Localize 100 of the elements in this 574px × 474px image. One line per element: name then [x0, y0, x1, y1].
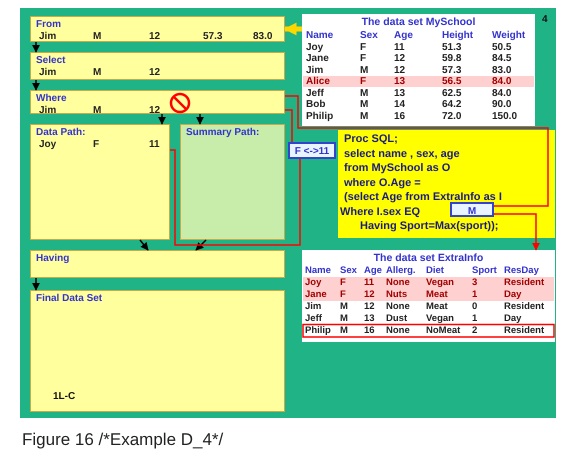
table-cell: Meat [426, 301, 448, 312]
table-title: The data set ExtraInfo [372, 253, 484, 264]
table-cell: M [340, 325, 348, 336]
column-header: Age [394, 30, 413, 41]
row-value: 12 [149, 105, 160, 116]
row-value: Jim [39, 67, 56, 78]
table-cell: Resident [504, 277, 544, 288]
table-cell: Day [504, 313, 522, 324]
table-cell: Vegan [426, 313, 454, 324]
table-cell: 72.0 [442, 110, 462, 122]
table-cell: F [360, 42, 366, 52]
table-cell: 14 [394, 99, 406, 110]
table-cell: Joy [306, 42, 324, 52]
code-line: select name , sex, age [344, 148, 460, 160]
table-cell: M [340, 313, 348, 324]
table-cell: Dust [386, 313, 408, 324]
row-value: 11 [149, 139, 160, 150]
table-cell: 84.0 [492, 88, 512, 98]
code-line: Proc SQL; [344, 133, 398, 145]
table-cell: None [386, 277, 410, 288]
box-heading: Select [36, 55, 66, 66]
arrow [494, 213, 540, 251]
value-tag [288, 142, 336, 159]
arrow [196, 114, 204, 125]
table-cell: 13 [364, 313, 375, 324]
column-header: Sex [360, 30, 378, 41]
column-header: Height [442, 30, 474, 41]
column-header: Weight [492, 30, 526, 41]
table-cell: Day [504, 289, 522, 300]
box-heading: Final Data Set [36, 293, 102, 304]
table-cell: F [360, 76, 366, 87]
table-cell: F [340, 277, 346, 288]
table-cell: None [386, 301, 410, 312]
row-value: Joy [39, 139, 56, 150]
code-panel [338, 130, 555, 238]
table-cell: 16 [394, 110, 406, 122]
table-cell: Jeff [306, 88, 324, 98]
column-header: Name [306, 30, 334, 41]
table-cell: 50.5 [492, 42, 512, 52]
row-value: M [93, 67, 102, 78]
slide-code: 1L-C [53, 391, 76, 402]
table-cell: M [360, 99, 368, 110]
row-value: M [93, 105, 102, 116]
value-text: M [466, 206, 478, 217]
data-table [302, 250, 555, 342]
table-cell: Philip [305, 325, 331, 336]
table-cell: Jim [305, 301, 322, 312]
table-cell: Meat [426, 289, 448, 300]
table-cell: 83.0 [492, 64, 512, 76]
table-cell: Joy [305, 277, 322, 288]
connector-line [285, 109, 293, 142]
row-value: 83.0 [253, 31, 272, 42]
code-line: where O.Age = [344, 176, 421, 188]
table-cell: M [340, 301, 348, 312]
table-cell: 84.0 [492, 76, 512, 87]
table-cell: Jane [305, 289, 327, 300]
table-cell: 56.5 [442, 76, 462, 87]
value-tag [450, 202, 494, 217]
table-cell: 59.8 [442, 53, 462, 64]
table-cell: 13 [394, 88, 406, 98]
table-cell: 13 [394, 76, 406, 87]
table-cell: 12 [394, 64, 406, 76]
code-line: from MySchool as O [344, 162, 450, 174]
table-cell: 84.5 [492, 53, 512, 64]
row-value: Jim [39, 31, 56, 42]
table-cell: F [340, 289, 346, 300]
data-table [302, 14, 535, 126]
table-cell: Jim [306, 64, 324, 76]
table-cell: 12 [364, 289, 375, 300]
path-box [180, 124, 285, 240]
table-cell: 150.0 [492, 110, 518, 122]
table-cell: 11 [364, 277, 374, 288]
table-cell: Jeff [305, 313, 322, 324]
page-number: 4 [542, 14, 548, 25]
table-cell: M [360, 88, 368, 98]
table-cell: M [360, 64, 368, 76]
table-cell: 64.2 [442, 99, 462, 110]
table-cell: M [360, 110, 368, 122]
table-cell: 90.0 [492, 99, 512, 110]
table-cell: Resident [504, 325, 544, 336]
connector-line [285, 95, 549, 207]
table-cell: None [386, 325, 410, 336]
table-cell: 51.3 [442, 42, 462, 52]
arrow [32, 278, 40, 291]
result-box [30, 290, 285, 412]
table-cell: 12 [364, 301, 375, 312]
column-header: Sex [340, 265, 357, 276]
box-heading: From [36, 19, 61, 30]
row-value: Jim [39, 105, 56, 116]
table-cell: Jane [306, 53, 329, 64]
query-step-box [30, 250, 285, 278]
arrow [158, 114, 166, 125]
code-line: Where I.sex EQ [340, 206, 420, 218]
table-cell: Philip [306, 110, 334, 122]
arrow [284, 22, 302, 36]
code-line: (select Age from ExtraInfo as I [344, 191, 502, 203]
row-value: 12 [149, 67, 160, 78]
table-title: The data set MySchool [360, 17, 476, 28]
arrow [195, 239, 207, 251]
table-cell: 1 [472, 289, 478, 300]
